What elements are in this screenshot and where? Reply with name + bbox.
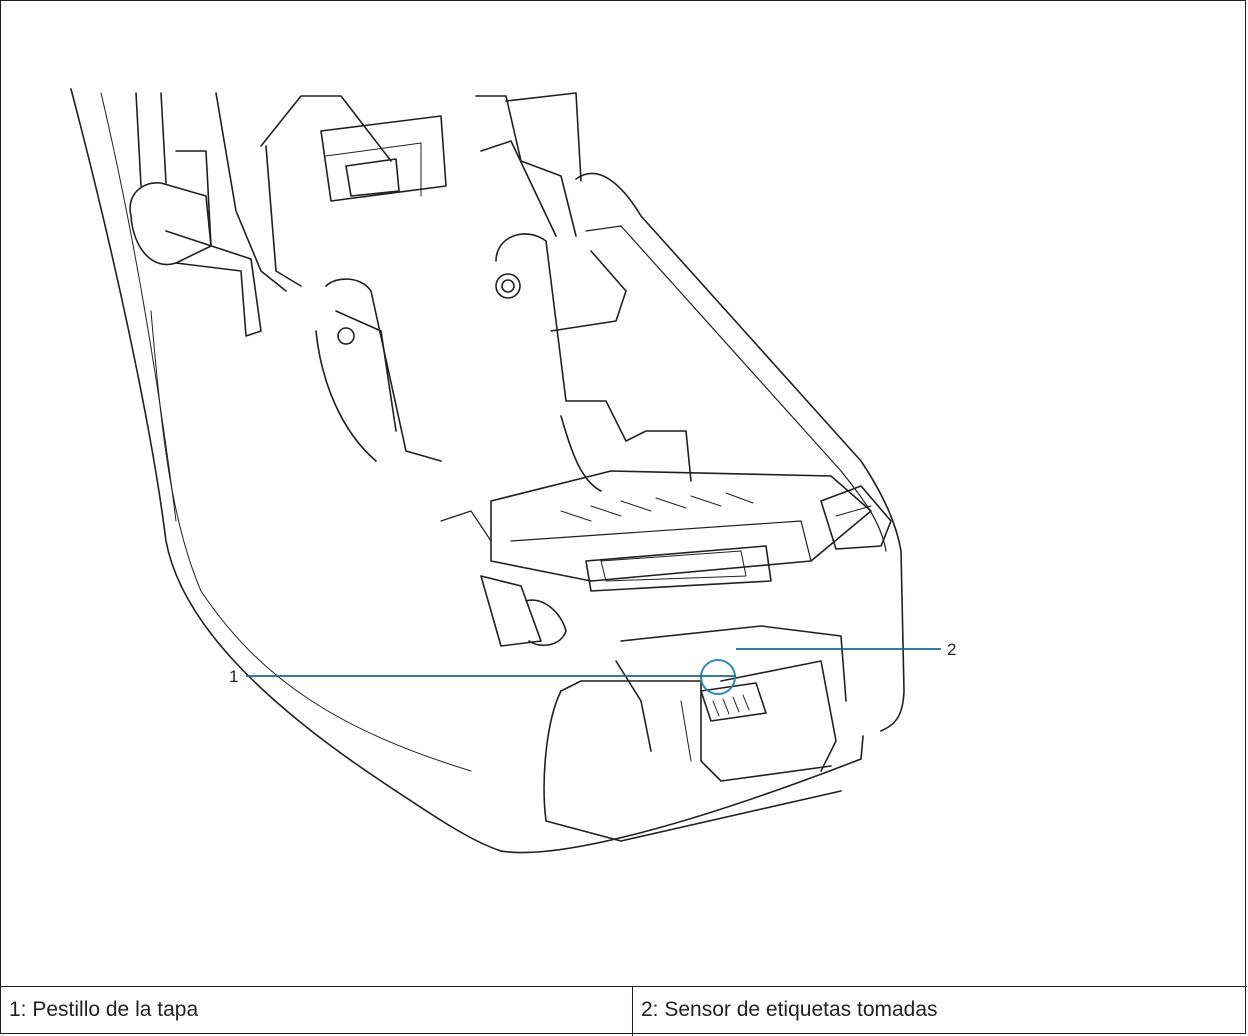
sensor-highlight-circle	[700, 659, 736, 695]
printer-illustration: 1 2	[1, 1, 1247, 986]
latch-body	[700, 682, 767, 722]
printer-line-drawing	[70, 88, 941, 854]
legend-table: 1: Pestillo de la tapa 2: Sensor de etiq…	[1, 986, 1247, 1036]
legend-item-1: 1: Pestillo de la tapa	[1, 987, 633, 1036]
body-left-edge	[70, 88, 502, 852]
callout-2-number: 2	[947, 640, 957, 659]
legend-item-2: 2: Sensor de etiquetas tomadas	[641, 998, 938, 1021]
callout-1-number: 1	[229, 667, 239, 686]
